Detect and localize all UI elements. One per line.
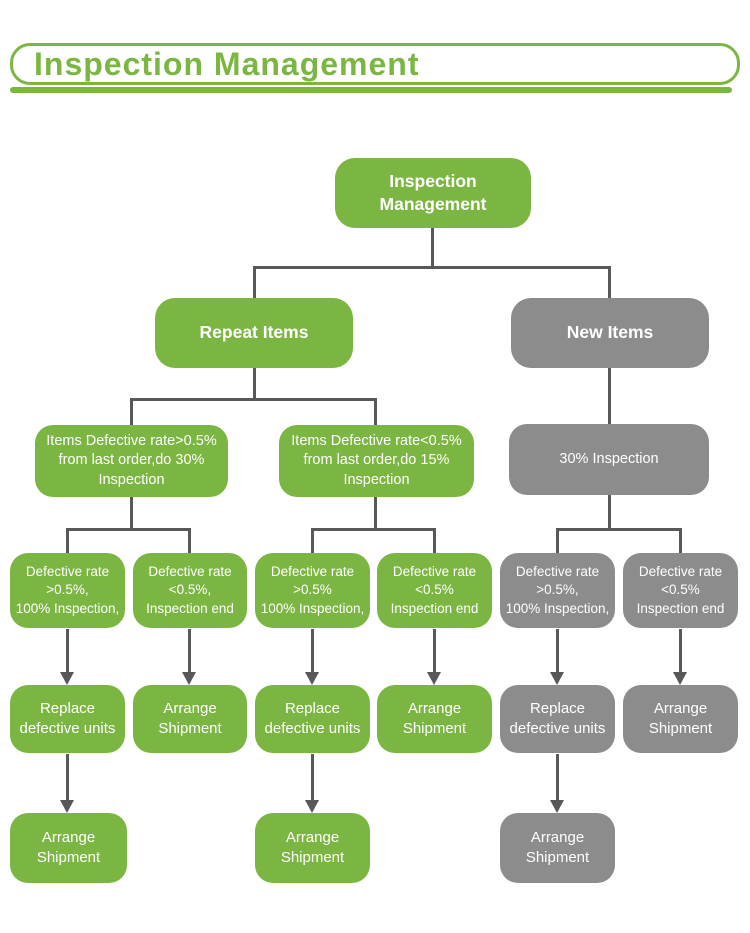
edge-arrow-shaft (556, 754, 559, 800)
edge-group2-down (374, 497, 377, 531)
node-defective-lt-end-3: Defective rate <0.5% Inspection end (623, 553, 738, 628)
header-outline (10, 43, 740, 85)
arrow-down-icon (427, 672, 441, 685)
edge-to-rate-gt-30 (130, 398, 133, 426)
edge-root-down (431, 228, 434, 269)
edge-arrow-shaft (188, 629, 191, 674)
node-arrange-shipment-6: Arrange Shipment (500, 813, 615, 883)
edge-group2-horizontal (311, 528, 436, 531)
node-arrange-shipment-4: Arrange Shipment (10, 813, 127, 883)
edge-new-items-down (608, 368, 611, 425)
edge-level2-horizontal (253, 266, 611, 269)
edge-group3-down (608, 495, 611, 531)
edge-group3-right (679, 528, 682, 554)
edge-group1-left (66, 528, 69, 554)
edge-to-new-items (608, 266, 611, 299)
node-repeat-defective-lt-15pct: Items Defective rate<0.5% from last orde… (279, 425, 474, 497)
page-title: Inspection Management (34, 46, 420, 82)
node-replace-units-3: Replace defective units (500, 685, 615, 753)
edge-group1-right (188, 528, 191, 554)
arrow-down-icon (305, 672, 319, 685)
node-arrange-shipment-2: Arrange Shipment (377, 685, 492, 753)
node-arrange-shipment-5: Arrange Shipment (255, 813, 370, 883)
arrow-down-icon (550, 800, 564, 813)
edge-arrow-shaft (556, 629, 559, 674)
edge-group3-horizontal (556, 528, 682, 531)
edge-group2-right (433, 528, 436, 554)
arrow-down-icon (60, 800, 74, 813)
edge-to-rate-lt-15 (374, 398, 377, 426)
node-arrange-shipment-3: Arrange Shipment (623, 685, 738, 753)
edge-arrow-shaft (311, 754, 314, 800)
node-defective-lt-end-2: Defective rate <0.5% Inspection end (377, 553, 492, 628)
node-repeat-items: Repeat Items (155, 298, 353, 368)
node-new-30pct-inspection: 30% Inspection (509, 424, 709, 495)
edge-group2-left (311, 528, 314, 554)
arrow-down-icon (673, 672, 687, 685)
edge-group1-down (130, 497, 133, 531)
node-defective-gt-100pct-2: Defective rate >0.5% 100% Inspection, (255, 553, 370, 628)
node-replace-units-1: Replace defective units (10, 685, 125, 753)
node-defective-lt-end-1: Defective rate <0.5%, Inspection end (133, 553, 247, 628)
node-new-items: New Items (511, 298, 709, 368)
arrow-down-icon (60, 672, 74, 685)
edge-arrow-shaft (66, 629, 69, 674)
node-defective-gt-100pct-1: Defective rate >0.5%, 100% Inspection, (10, 553, 125, 628)
node-arrange-shipment-1: Arrange Shipment (133, 685, 247, 753)
edge-arrow-shaft (679, 629, 682, 674)
arrow-down-icon (305, 800, 319, 813)
edge-arrow-shaft (66, 754, 69, 800)
edge-arrow-shaft (311, 629, 314, 674)
edge-repeat-down (253, 368, 256, 401)
edge-arrow-shaft (433, 629, 436, 674)
header-underline-bar (10, 87, 732, 93)
node-inspection-management: Inspection Management (335, 158, 531, 228)
node-repeat-defective-gt-30pct: Items Defective rate>0.5% from last orde… (35, 425, 228, 497)
edge-to-repeat-items (253, 266, 256, 299)
arrow-down-icon (550, 672, 564, 685)
edge-group3-left (556, 528, 559, 554)
node-replace-units-2: Replace defective units (255, 685, 370, 753)
arrow-down-icon (182, 672, 196, 685)
node-defective-gt-100pct-3: Defective rate >0.5%, 100% Inspection, (500, 553, 615, 628)
edge-group1-horizontal (66, 528, 191, 531)
edge-level3-horizontal (130, 398, 377, 401)
